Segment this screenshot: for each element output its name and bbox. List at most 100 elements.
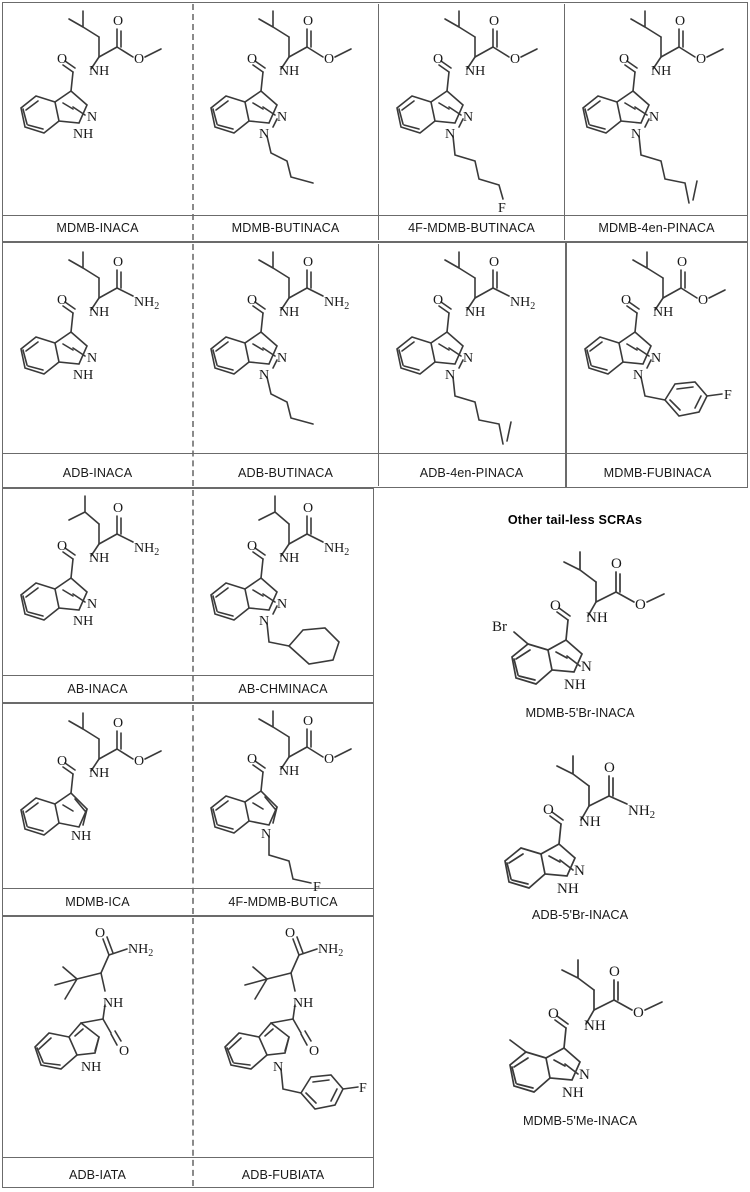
cell-mdmb-5br-inaca[interactable]: O O O NH N NH Br MDMB-5'Br-INACA xyxy=(430,540,730,720)
caption-rule-row1 xyxy=(3,215,747,216)
svg-text:NH: NH xyxy=(579,814,601,830)
svg-text:N: N xyxy=(277,351,287,366)
atom-O: O xyxy=(134,52,144,67)
svg-text:N: N xyxy=(463,351,473,366)
cell-ab-inaca[interactable]: O O NH NH2 N NH AB-INACA xyxy=(3,490,192,700)
svg-text:O: O xyxy=(510,52,520,67)
svg-text:O: O xyxy=(324,752,334,767)
svg-text:O: O xyxy=(675,14,685,29)
svg-text:O: O xyxy=(433,293,443,308)
cell-adb-4en-pinaca[interactable]: O O NH NH2 N N ADB-4en-PINACA xyxy=(379,244,564,484)
caption-rule-row5 xyxy=(3,1157,373,1158)
svg-text:O: O xyxy=(113,716,123,731)
svg-text:O: O xyxy=(619,52,629,67)
svg-text:NH2: NH2 xyxy=(510,295,535,312)
cell-mdmb-fubinaca[interactable]: O O O NH N N F MDMB-FUBINACA xyxy=(567,244,748,484)
divider-row4 xyxy=(192,705,194,914)
svg-text:O: O xyxy=(677,255,687,270)
cell-4f-mdmb-butinaca[interactable]: O O O NH N N F 4F-MDMB-BUTINACA xyxy=(379,3,564,239)
svg-text:NH: NH xyxy=(89,766,109,781)
structure-4f-mdmb-butica: O O O NH N F xyxy=(193,705,373,891)
svg-text:O: O xyxy=(604,760,615,776)
svg-text:O: O xyxy=(303,714,313,729)
cell-adb-fubiata[interactable]: O NH2 NH O N F ADB-FUBIATA xyxy=(193,918,373,1186)
caption-ab-inaca: AB-INACA xyxy=(67,682,128,696)
structure-adb-4en-pinaca: O O NH NH2 N N xyxy=(379,244,564,462)
cell-mdmb-4en-pinaca[interactable]: O O O NH N N MDMB-4en-PINACA xyxy=(565,3,748,239)
structure-adb-fubiata: O NH2 NH O N F xyxy=(193,918,373,1164)
divider-row1-c1 xyxy=(192,4,194,240)
svg-text:N: N xyxy=(579,1067,590,1083)
svg-text:N: N xyxy=(259,368,269,383)
caption-mdmb-fubinaca: MDMB-FUBINACA xyxy=(603,466,712,480)
svg-text:NH: NH xyxy=(584,1018,606,1034)
structure-mdmb-fubinaca: O O O NH N N F xyxy=(567,244,748,462)
svg-text:NH2: NH2 xyxy=(318,942,343,959)
svg-text:O: O xyxy=(247,752,257,767)
svg-text:N: N xyxy=(631,127,641,142)
cell-adb-5br-inaca[interactable]: O O NH NH2 N NH ADB-5'Br-INACA xyxy=(430,742,730,922)
caption-4f-mdmb-butica: 4F-MDMB-BUTICA xyxy=(228,895,338,909)
svg-text:O: O xyxy=(635,597,646,613)
svg-text:NH: NH xyxy=(651,64,671,79)
atom-O: O xyxy=(57,52,67,67)
divider-row2-c1 xyxy=(192,244,194,486)
structure-mdmb-5me-inaca: O O O NH N NH xyxy=(430,948,730,1108)
cell-ab-chminaca[interactable]: O O NH NH2 N N AB-CHMINACA xyxy=(193,490,373,700)
svg-text:N: N xyxy=(649,110,659,125)
svg-text:O: O xyxy=(57,754,67,769)
caption-adb-iata: ADB-IATA xyxy=(68,1168,126,1182)
cell-adb-inaca[interactable]: O O NH NH2 N NH ADB-INACA xyxy=(3,244,192,484)
svg-text:NH: NH xyxy=(564,677,586,693)
structure-adb-iata: O NH2 NH O NH xyxy=(3,918,192,1164)
svg-text:NH: NH xyxy=(279,551,299,566)
svg-text:O: O xyxy=(543,802,554,818)
svg-text:O: O xyxy=(633,1005,644,1021)
svg-text:O: O xyxy=(247,52,257,67)
svg-text:NH: NH xyxy=(71,829,91,844)
svg-text:NH: NH xyxy=(279,305,299,320)
svg-text:N: N xyxy=(463,110,473,125)
svg-text:N: N xyxy=(651,351,661,366)
svg-text:F: F xyxy=(313,880,321,891)
cell-mdmb-butinaca[interactable]: O O O NH N N MDMB-BUTINACA xyxy=(193,3,378,239)
grid-row2-right-box xyxy=(566,242,748,488)
svg-text:O: O xyxy=(550,598,561,614)
caption-rule-row4 xyxy=(3,888,373,889)
section-title-other-tailless: Other tail-less SCRAs xyxy=(507,513,643,527)
caption-mdmb-5br-inaca: MDMB-5'Br-INACA xyxy=(525,705,635,720)
svg-text:N: N xyxy=(259,614,269,629)
svg-text:NH2: NH2 xyxy=(324,295,349,312)
svg-text:O: O xyxy=(698,293,708,308)
svg-text:NH: NH xyxy=(293,996,313,1011)
svg-text:O: O xyxy=(489,14,499,29)
svg-text:O: O xyxy=(696,52,706,67)
svg-text:NH2: NH2 xyxy=(128,942,153,959)
svg-text:NH: NH xyxy=(81,1060,101,1075)
svg-text:N: N xyxy=(259,127,269,142)
structure-mdmb-ica: O O O NH NH xyxy=(3,705,192,891)
structure-mdmb-4en-pinaca: O O O NH N N xyxy=(565,3,748,217)
svg-text:NH2: NH2 xyxy=(628,803,655,821)
caption-adb-4en-pinaca: ADB-4en-PINACA xyxy=(419,466,524,480)
svg-text:NH: NH xyxy=(279,764,299,779)
caption-adb-inaca: ADB-INACA xyxy=(62,466,133,480)
cell-mdmb-inaca[interactable]: O O O NH N NH MDMB-INACA xyxy=(3,3,192,239)
svg-text:NH2: NH2 xyxy=(134,295,159,312)
svg-text:N: N xyxy=(87,351,97,366)
svg-text:NH: NH xyxy=(89,305,109,320)
svg-text:NH: NH xyxy=(653,305,673,320)
svg-text:O: O xyxy=(113,255,123,270)
structure-adb-butinaca: O O NH NH2 N N xyxy=(193,244,378,462)
svg-text:NH: NH xyxy=(465,64,485,79)
atom-N: N xyxy=(87,110,97,125)
cell-4f-mdmb-butica[interactable]: O O O NH N F 4F-MDMB-BUTICA xyxy=(193,705,373,913)
svg-text:O: O xyxy=(57,293,67,308)
cell-mdmb-5me-inaca[interactable]: O O O NH N NH MDMB-5'Me-INACA xyxy=(430,948,730,1128)
svg-text:O: O xyxy=(95,926,105,941)
svg-text:O: O xyxy=(285,926,295,941)
cell-adb-iata[interactable]: O NH2 NH O NH ADB-IATA xyxy=(3,918,192,1186)
cell-mdmb-ica[interactable]: O O O NH NH MDMB-ICA xyxy=(3,705,192,913)
cell-adb-butinaca[interactable]: O O NH NH2 N N ADB-BUTINACA xyxy=(193,244,378,484)
